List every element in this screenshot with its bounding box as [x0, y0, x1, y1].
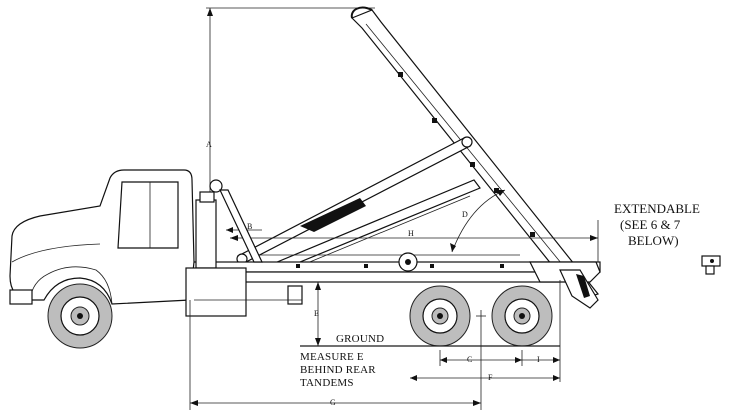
- dimension-i-label: I: [537, 355, 540, 364]
- dimension-g: [189, 300, 481, 410]
- dimension-f-label: F: [488, 373, 493, 382]
- measure-note-line3: TANDEMS: [300, 377, 354, 389]
- mast: [219, 189, 263, 263]
- hook-arm: [350, 6, 600, 301]
- dimension-d-label: D: [462, 210, 468, 219]
- ground-note: GROUND: [336, 333, 384, 345]
- dimension-f: [410, 375, 560, 381]
- measure-note-line2: BEHIND REAR: [300, 364, 376, 376]
- front-wheel: [47, 283, 113, 349]
- dimension-i: [522, 357, 560, 363]
- dimension-b-label: B: [247, 222, 252, 231]
- dimension-e: [315, 282, 321, 346]
- dimension-c-label: C: [467, 355, 472, 364]
- dimension-e-label: E: [314, 309, 319, 318]
- tandem-wheel-front: [409, 285, 471, 347]
- extendable-hook-detail: [701, 255, 721, 275]
- dimension-g-label: G: [330, 398, 336, 407]
- dimension-d: [450, 189, 506, 253]
- extendable-note-line2: (SEE 6 & 7: [620, 217, 681, 232]
- extendable-note-line1: EXTENDABLE: [614, 201, 700, 216]
- dimension-h-label: H: [408, 229, 414, 238]
- rear-hook: [529, 261, 601, 309]
- extendable-note-line3: BELOW): [628, 233, 679, 248]
- dimension-c: [440, 357, 522, 363]
- tandem-wheel-rear: [491, 285, 553, 347]
- measure-note-line1: MEASURE E: [300, 351, 364, 363]
- truck-cab: [9, 169, 303, 317]
- dimension-a-label: A: [206, 140, 212, 149]
